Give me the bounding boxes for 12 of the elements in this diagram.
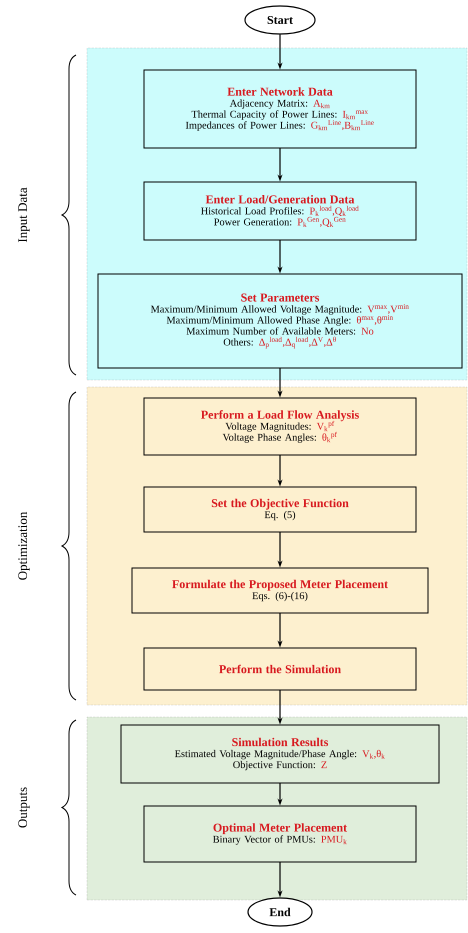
process-box: Set Parameters Maximum/Minimum Allowed Voltage Magnitude: V$^{max}$,V$^{min}$ Maximum/Minimum Allowed Phase Angle: θ$^{max}$,θ$^{min}$ Maximum Number of Available Meters: No Others: Δ$_{p}$$^{load}$,Δ$_{q}$$^{load}$,Δ$^{V}$,Δ$^{θ}$: [98, 274, 462, 368]
terminal-oval: Start: [244, 5, 316, 35]
process-box: Optimal Meter Placement Binary Vector of PMUs: PMU$_{k}$: [144, 806, 416, 862]
process-box: Simulation Results Estimated Voltage Magnitude/Phase Angle: V$_{k}$,θ$_{k}$ Objective Function: Z: [120, 724, 440, 784]
stage-label: Optimization: [18, 512, 30, 580]
process-box: Formulate the Proposed Meter Placement Eqs. (6)-(16): [132, 568, 428, 614]
terminal-oval: End: [247, 897, 313, 927]
node-label: End: [270, 908, 291, 916]
process-box: Perform the Simulation: [144, 648, 416, 690]
process-box: Set the Objective Function Eq. (5): [144, 486, 416, 532]
stage-label: Outputs: [18, 787, 30, 828]
stage-label: Input Data: [18, 188, 30, 242]
